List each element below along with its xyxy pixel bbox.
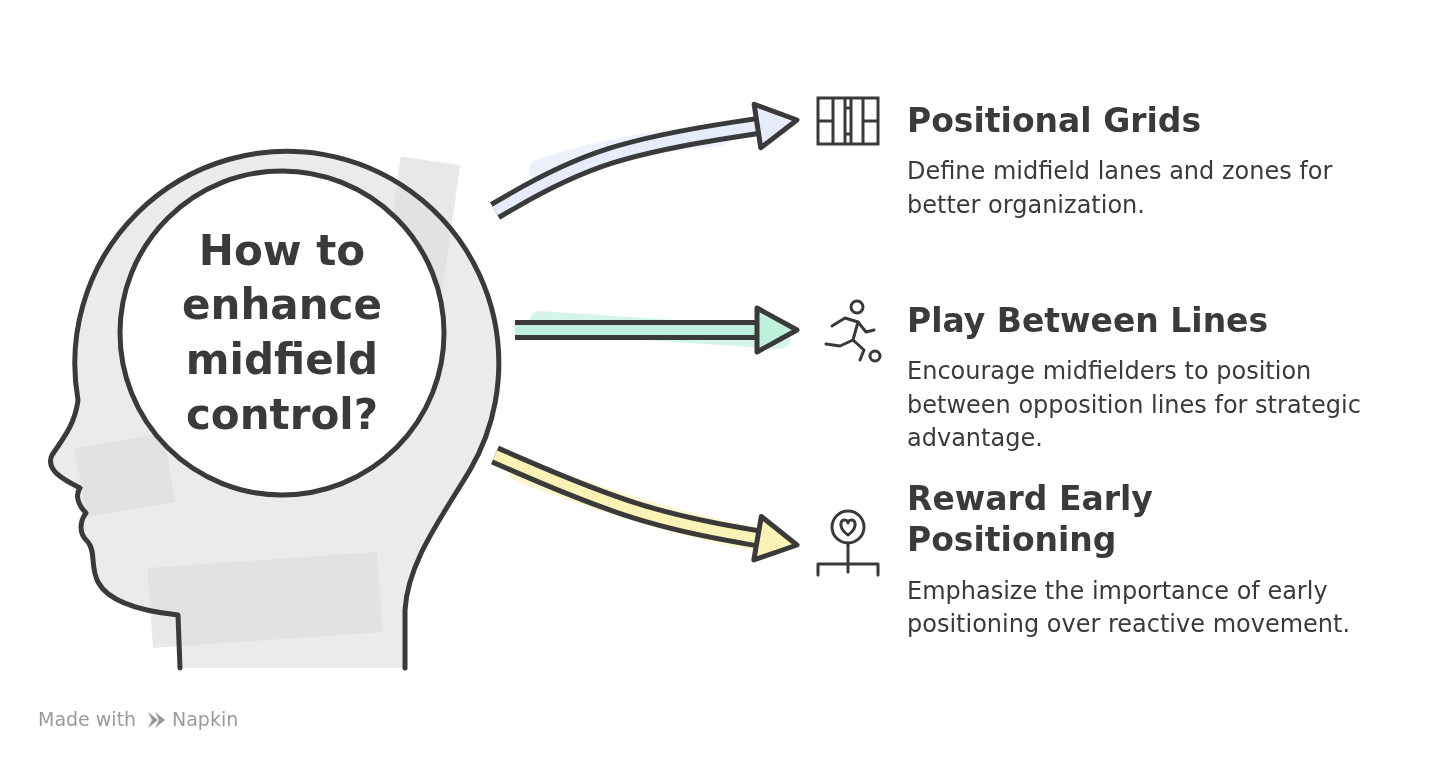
arrow-head: [757, 308, 797, 352]
item-heading: Play Between Lines: [907, 300, 1427, 341]
arrow-shaft-outline: [495, 455, 763, 539]
napkin-logo: [148, 712, 165, 728]
item-description: Define midfield lanes and zones for bett…: [907, 155, 1407, 222]
question-text: How to enhance midfield control?: [157, 224, 407, 442]
arrow-shaft-fill: [515, 325, 763, 335]
item-heading: Positional Grids: [907, 100, 1427, 141]
heart-person-icon: [818, 511, 878, 575]
item-description: Emphasize the importance of early positi…: [907, 575, 1407, 642]
arrow-connector: [495, 104, 797, 211]
item-heading: Reward Early Positioning: [907, 478, 1207, 561]
grid-icon: [818, 98, 878, 144]
idea-item: Positional GridsDefine midfield lanes an…: [805, 100, 1445, 222]
arrow-head: [754, 104, 797, 147]
arrow-shaft-fill: [495, 455, 763, 539]
scribble-texture: [75, 157, 461, 648]
watermark-text: Napkin: [172, 708, 238, 730]
watermark-text: Made with: [38, 708, 136, 730]
runner-icon: [826, 301, 880, 361]
circle-outline: [120, 171, 444, 495]
arrow-connector: [515, 308, 797, 352]
arrow-shaft-outline: [515, 320, 763, 340]
arrow-head: [754, 517, 797, 560]
idea-item: Reward Early PositioningEmphasize the im…: [805, 478, 1445, 642]
arrow-shaft-outline: [495, 125, 763, 211]
head-outline: [51, 151, 499, 668]
arrow-connector: [495, 455, 797, 560]
question-circle: How to enhance midfield control?: [117, 168, 447, 498]
item-description: Encourage midfielders to position betwee…: [907, 355, 1407, 456]
idea-item: Play Between LinesEncourage midfielders …: [805, 300, 1445, 456]
circle-outline: [117, 168, 447, 498]
arrow-shaft-fill: [495, 125, 763, 211]
head-fill: [51, 151, 499, 668]
